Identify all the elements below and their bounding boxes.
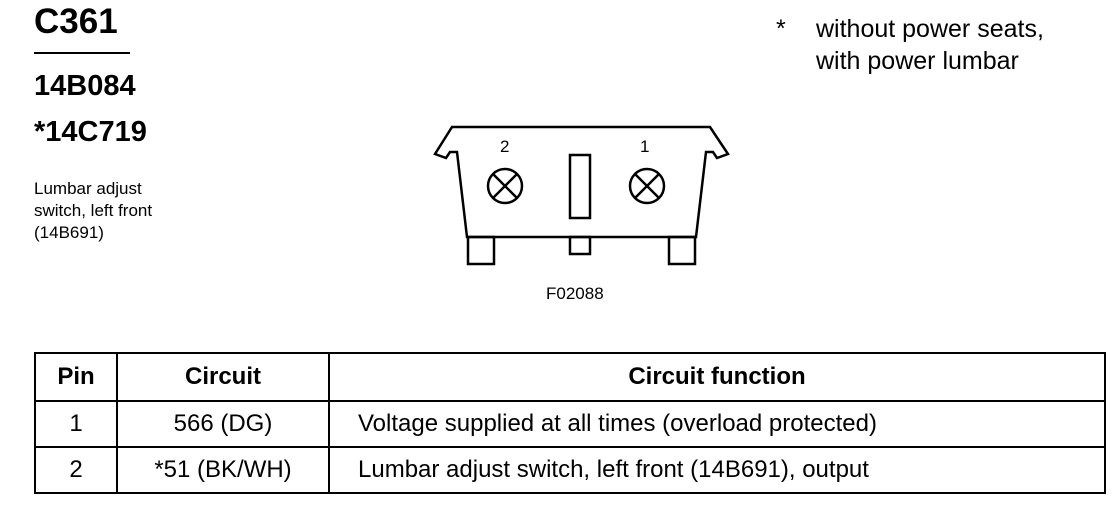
table-header-row: Pin Circuit Circuit function bbox=[34, 352, 1106, 402]
key-slot bbox=[568, 153, 592, 220]
pin-2-cavity bbox=[486, 167, 524, 205]
terminal-tab bbox=[568, 235, 592, 256]
pin-label: 1 bbox=[640, 137, 649, 156]
title-underline bbox=[34, 52, 130, 54]
pin-label: 2 bbox=[500, 137, 509, 156]
pinout-table: Pin Circuit Circuit function 1 566 (DG) … bbox=[34, 352, 1106, 494]
function-cell: Voltage supplied at all times (overload … bbox=[328, 400, 1106, 448]
terminal-tab bbox=[667, 235, 697, 266]
pin-cell: 2 bbox=[34, 446, 118, 494]
column-header: Pin bbox=[34, 352, 118, 402]
column-header: Circuit bbox=[116, 352, 330, 402]
part-number: 14B084 bbox=[34, 70, 136, 102]
connector-body bbox=[433, 125, 730, 239]
footnote-line: without power seats, bbox=[816, 15, 1044, 43]
footnote-line: with power lumbar bbox=[816, 47, 1019, 75]
column-header: Circuit function bbox=[328, 352, 1106, 402]
function-cell: Lumbar adjust switch, left front (14B691… bbox=[328, 446, 1106, 494]
circuit-cell: 566 (DG) bbox=[116, 400, 330, 448]
table-row: 1 566 (DG) Voltage supplied at all times… bbox=[34, 400, 1106, 448]
part-number: *14C719 bbox=[34, 116, 147, 148]
pin-cell: 1 bbox=[34, 400, 118, 448]
pin-1-cavity bbox=[628, 167, 666, 205]
circuit-cell: *51 (BK/WH) bbox=[116, 446, 330, 494]
terminal-tab bbox=[466, 235, 496, 266]
figure-code: F02088 bbox=[546, 284, 604, 303]
connector-description: Lumbar adjust switch, left front (14B691… bbox=[34, 179, 153, 242]
footnote-marker: * bbox=[776, 15, 786, 43]
connector-id: C361 bbox=[34, 2, 118, 41]
table-row: 2 *51 (BK/WH) Lumbar adjust switch, left… bbox=[34, 446, 1106, 494]
